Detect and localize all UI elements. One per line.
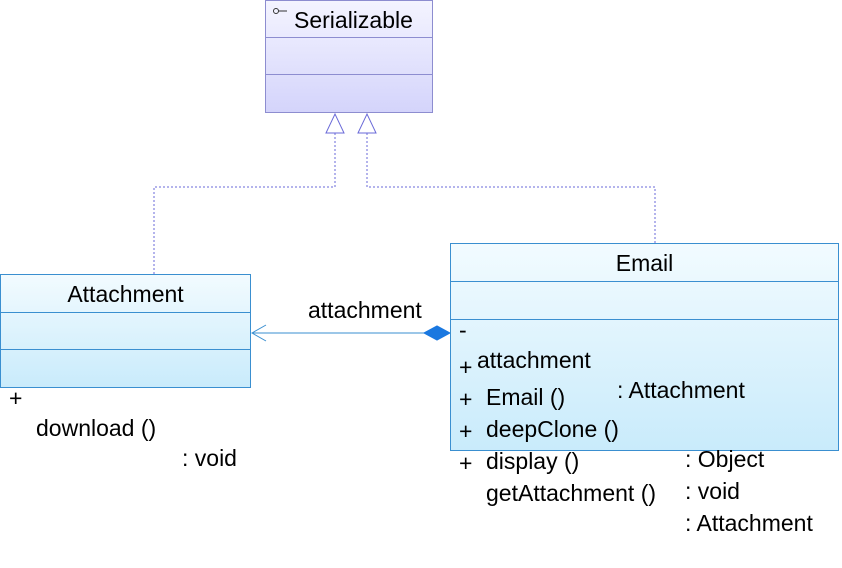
attachment-class[interactable]: Attachment + download () : void [0, 274, 251, 471]
attribute-type: : Attachment [617, 377, 745, 403]
visibility-marker: + [9, 385, 23, 411]
interface-lollipop-icon [273, 8, 287, 14]
visibility-marker: - [459, 317, 467, 343]
attachment-operations-section: + download () : void [1, 350, 251, 471]
visibility-marker: + [459, 354, 473, 380]
realization-line-email [366, 133, 656, 243]
realization-line-attachment [153, 133, 336, 274]
connectors-layer [153, 112, 656, 342]
operation-display: + display () : void [451, 386, 836, 504]
operation-name: display () [486, 448, 580, 474]
operation-type: : void [685, 478, 740, 504]
email-class[interactable]: Email - attachment : Attachment + Email … [450, 243, 839, 536]
email-class-name: Email [451, 244, 838, 282]
operation-email: + Email () [451, 322, 836, 410]
interface-header: Serializable [266, 1, 432, 38]
visibility-marker: + [459, 418, 473, 444]
attribute-attachment: - attachment : Attachment [451, 285, 836, 403]
operation-type: : void [182, 445, 237, 471]
attribute-name: attachment [477, 347, 591, 373]
operation-getattachment: + getAttachment () : Attachment [451, 418, 836, 536]
visibility-marker: + [459, 386, 473, 412]
interface-name: Serializable [294, 7, 413, 33]
operation-type: : Object [685, 446, 765, 472]
email-operations-section: + Email () + deepClone () : Object + dis… [451, 320, 838, 536]
operation-name: Email () [486, 384, 566, 410]
operation-name: download () [36, 415, 157, 441]
operation-deepclone: + deepClone () : Object [451, 354, 836, 472]
operation-download: + download () : void [1, 353, 251, 471]
navigation-arrowhead [250, 324, 267, 342]
realization-arrowhead-attachment [325, 112, 345, 134]
serializable-interface[interactable]: Serializable [265, 0, 433, 113]
attachment-class-name: Attachment [1, 275, 250, 313]
operation-name: deepClone () [486, 416, 619, 442]
association-role-label: attachment [308, 297, 422, 323]
email-attributes-section: - attachment : Attachment [451, 282, 838, 403]
attachment-attributes-section [1, 313, 250, 350]
operation-name: getAttachment () [486, 480, 657, 506]
interface-attributes-section [266, 38, 432, 75]
realization-arrowhead-email [357, 112, 377, 134]
composition-diamond [422, 325, 452, 341]
operation-type: : Attachment [685, 510, 813, 536]
